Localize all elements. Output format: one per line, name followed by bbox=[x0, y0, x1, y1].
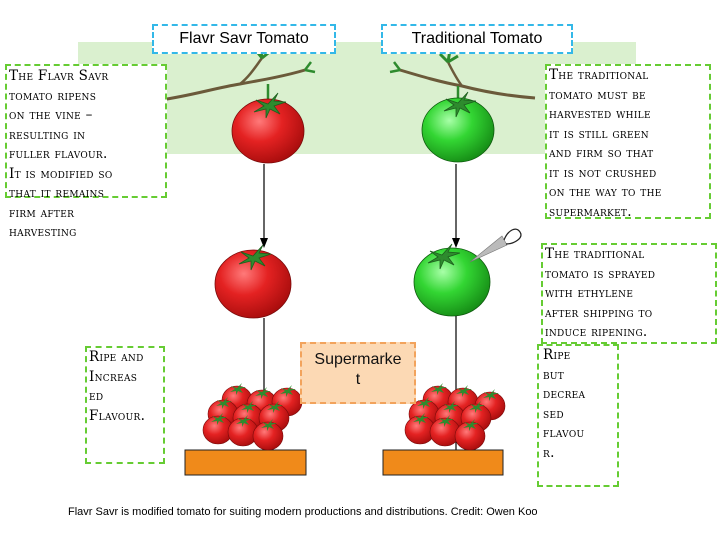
flavr-savr-harvested-tomato bbox=[214, 244, 292, 319]
flavr-savr-vine bbox=[159, 45, 316, 104]
traditional-title: Traditional Tomato bbox=[381, 24, 573, 54]
traditional-vine bbox=[389, 49, 536, 102]
traditional-harvested-tomato bbox=[413, 243, 491, 317]
flavr-savr-vine-note-box: The Flavr Savr tomato ripens on the vine… bbox=[5, 64, 167, 240]
footer-caption: Flavr Savr is modified tomato for suitin… bbox=[68, 506, 538, 518]
traditional-green-note: The traditional tomato must be harvested… bbox=[545, 64, 711, 220]
flavr-savr-vine-note: The Flavr Savr tomato ripens on the vine… bbox=[9, 68, 113, 240]
traditional-tomato-pile bbox=[404, 382, 506, 451]
flavr-savr-tomato-pile bbox=[202, 382, 303, 451]
traditional-crate bbox=[382, 449, 504, 476]
traditional-ethylene-note: The traditional tomato is sprayed with e… bbox=[541, 243, 717, 344]
flavr-savr-vine-tomato bbox=[231, 92, 305, 164]
flavr-savr-result-note: Ripe and Increas ed Flavour. bbox=[85, 346, 165, 464]
ethylene-spray-icon bbox=[469, 228, 522, 263]
traditional-result-note: Ripe but decrea sed flavou r. bbox=[537, 344, 619, 487]
flavr-savr-crate bbox=[184, 449, 307, 476]
traditional-vine-tomato bbox=[421, 91, 495, 163]
harvest-arrows bbox=[260, 164, 460, 248]
flavr-savr-title: Flavr Savr Tomato bbox=[152, 24, 336, 54]
supermarket-label: Supermarke t bbox=[300, 342, 416, 404]
